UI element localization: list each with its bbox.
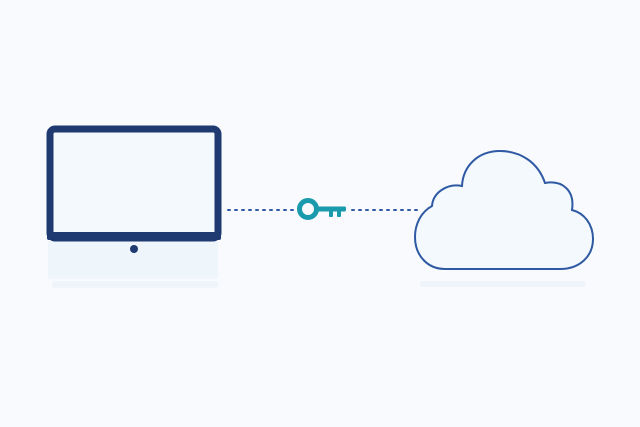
monitor-stand <box>48 241 218 279</box>
monitor-shadow <box>52 281 218 288</box>
power-indicator-icon <box>130 245 138 253</box>
key-tooth-2 <box>337 210 341 217</box>
key-tooth-1 <box>329 210 333 217</box>
key-bow <box>297 198 319 220</box>
monitor-frame <box>46 125 222 242</box>
cloud-shape <box>413 149 595 270</box>
cloud-shadow <box>420 281 586 287</box>
desktop-monitor-icon <box>46 125 222 288</box>
monitor-bezel <box>47 232 221 240</box>
cloud-icon <box>413 149 595 287</box>
key-icon <box>297 198 346 220</box>
